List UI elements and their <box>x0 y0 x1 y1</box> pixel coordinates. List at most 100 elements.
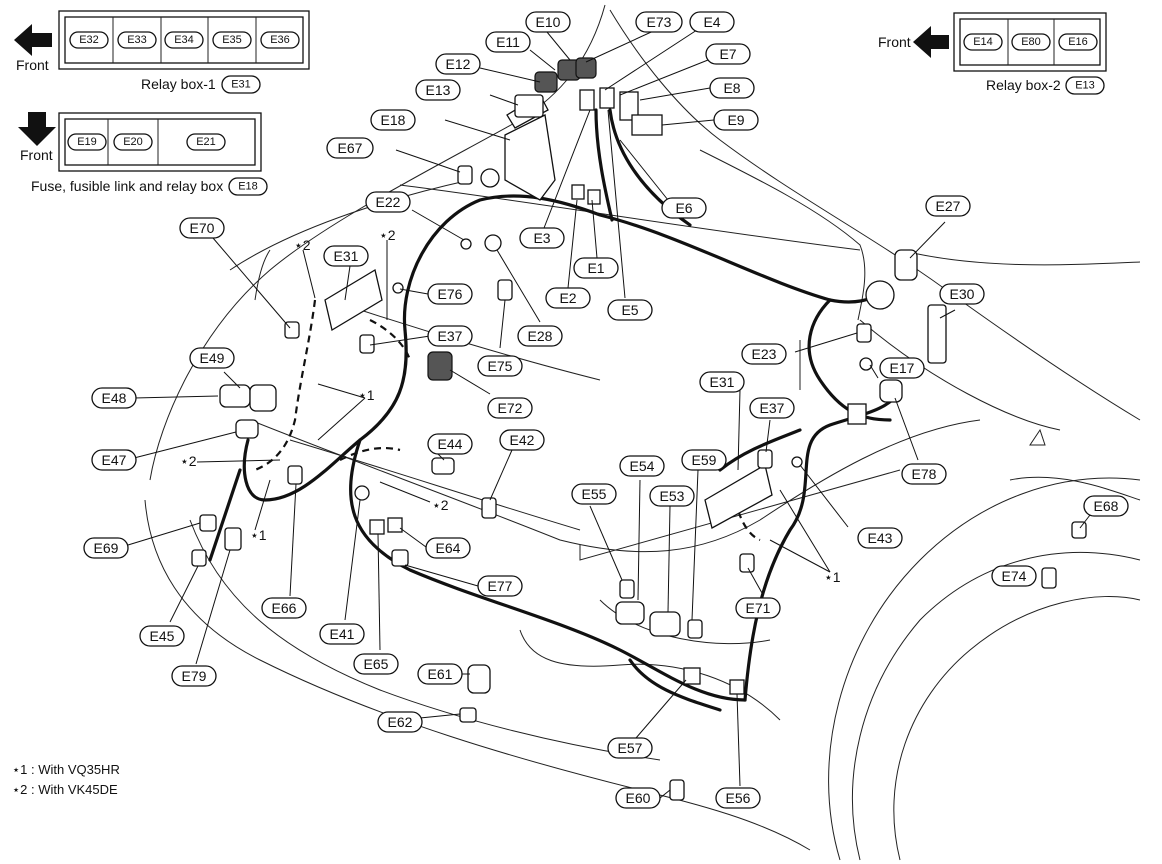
svg-text:E11: E11 <box>496 34 520 50</box>
callout-e18: E18 <box>370 109 416 131</box>
footnotes: ⋆1 : With VQ35HR ⋆2 : With VK45DE <box>12 762 120 797</box>
marker-star1-lower-left: ⋆1 <box>250 527 267 543</box>
callout-e37-left: E37 <box>427 325 473 347</box>
svg-text:E31: E31 <box>710 374 735 390</box>
svg-text:E31: E31 <box>231 79 251 91</box>
callout-e1: E1 <box>573 257 619 279</box>
callout-e48: E48 <box>91 387 137 409</box>
svg-text:E23: E23 <box>752 346 777 362</box>
callout-e7: E7 <box>705 43 751 65</box>
callout-e23: E23 <box>741 343 787 365</box>
callout-e64: E64 <box>425 537 471 559</box>
callout-e10: E10 <box>525 11 571 33</box>
relay-box-1-connector-1: E32 <box>69 31 109 49</box>
callout-e55: E55 <box>571 483 617 505</box>
callout-e78: E78 <box>901 463 947 485</box>
callout-e60: E60 <box>615 787 661 809</box>
svg-text:E75: E75 <box>488 358 513 374</box>
callout-e73: E73 <box>635 11 683 33</box>
svg-text:E47: E47 <box>102 452 127 468</box>
svg-text:E5: E5 <box>621 302 638 318</box>
callout-e61: E61 <box>417 663 463 685</box>
callout-e72: E72 <box>487 397 533 419</box>
callout-e27: E27 <box>925 195 971 217</box>
svg-text:E66: E66 <box>272 600 297 616</box>
relay-box-1-view: Front E32 E33 E34 E35 E36 Relay box-1 E3… <box>14 10 310 94</box>
svg-text:E44: E44 <box>438 436 463 452</box>
svg-text:E1: E1 <box>587 260 604 276</box>
callout-e9: E9 <box>713 109 759 131</box>
relay-box-2-view: Front E14 E80 E16 Relay box-2 E13 <box>878 12 1107 95</box>
relay-box-1-caption-code: E31 <box>221 75 261 94</box>
svg-text:E62: E62 <box>388 714 413 730</box>
svg-text:E54: E54 <box>630 458 655 474</box>
svg-text:E60: E60 <box>626 790 651 806</box>
svg-text:E74: E74 <box>1002 568 1027 584</box>
svg-text:E19: E19 <box>77 136 97 148</box>
svg-text:E45: E45 <box>150 628 175 644</box>
svg-text:E6: E6 <box>675 200 692 216</box>
svg-text:E57: E57 <box>618 740 643 756</box>
svg-text:E64: E64 <box>436 540 461 556</box>
wire-harness <box>208 108 902 712</box>
svg-text:E68: E68 <box>1094 498 1119 514</box>
svg-text:E27: E27 <box>936 198 961 214</box>
svg-text:E9: E9 <box>727 112 744 128</box>
fuse-box-caption: Fuse, fusible link and relay box <box>31 178 223 194</box>
svg-text:E42: E42 <box>510 432 535 448</box>
svg-text:E79: E79 <box>182 668 207 684</box>
svg-text:E2: E2 <box>559 290 576 306</box>
svg-text:E77: E77 <box>488 578 513 594</box>
svg-text:E73: E73 <box>647 14 672 30</box>
svg-text:E67: E67 <box>338 140 363 156</box>
callout-e70: E70 <box>179 217 225 239</box>
svg-text:E70: E70 <box>190 220 215 236</box>
fuse-box-front-label: Front <box>20 147 53 163</box>
callout-e22: E22 <box>365 191 411 213</box>
svg-text:E78: E78 <box>912 466 937 482</box>
variant-markers: ⋆2 ⋆2 ⋆1 ⋆2 ⋆2 ⋆1 ⋆1 <box>180 227 841 585</box>
callout-e79: E79 <box>171 665 217 687</box>
svg-text:E16: E16 <box>1068 36 1088 48</box>
svg-text:E32: E32 <box>79 34 99 46</box>
callout-e37-right: E37 <box>749 397 795 419</box>
vehicle-body-outline <box>144 4 1141 861</box>
svg-text:E37: E37 <box>438 328 463 344</box>
svg-text:E8: E8 <box>723 80 740 96</box>
relay-box-1-connector-4: E35 <box>212 31 252 49</box>
callout-e65: E65 <box>353 653 399 675</box>
callout-e5: E5 <box>607 299 653 321</box>
svg-text:E22: E22 <box>376 194 401 210</box>
marker-star2-center: ⋆2 <box>432 497 449 513</box>
relay-box-1-connector-3: E34 <box>164 31 204 49</box>
front-arrow-left-icon-2 <box>913 26 949 58</box>
fuse-box-caption-code: E18 <box>228 177 268 196</box>
footnote-star1: ⋆1 : With VQ35HR <box>12 762 120 777</box>
callout-e4: E4 <box>689 11 735 33</box>
svg-text:E35: E35 <box>222 34 242 46</box>
callout-e2: E2 <box>545 287 591 309</box>
marker-star2-top-mid: ⋆2 <box>379 227 396 243</box>
leader-lines <box>127 27 1091 799</box>
svg-text:E59: E59 <box>692 452 717 468</box>
callout-e76: E76 <box>427 283 473 305</box>
callout-e57: E57 <box>607 737 653 759</box>
svg-text:E14: E14 <box>973 36 993 48</box>
svg-text:E7: E7 <box>719 46 736 62</box>
svg-text:E71: E71 <box>746 600 771 616</box>
relay-box-1-connector-2: E33 <box>117 31 157 49</box>
fuse-box-connector-1: E19 <box>67 133 107 151</box>
relay-box-2-caption: Relay box-2 <box>986 77 1061 93</box>
svg-text:E12: E12 <box>446 56 471 72</box>
callout-e68: E68 <box>1083 495 1129 517</box>
front-arrow-down-icon <box>18 112 56 146</box>
callout-e66: E66 <box>261 597 307 619</box>
svg-text:E37: E37 <box>760 400 785 416</box>
callout-e12: E12 <box>435 53 481 75</box>
svg-text:E36: E36 <box>270 34 290 46</box>
svg-text:E49: E49 <box>200 350 225 366</box>
svg-text:E43: E43 <box>868 530 893 546</box>
callout-e11: E11 <box>485 31 531 53</box>
callout-e3: E3 <box>519 227 565 249</box>
svg-text:E18: E18 <box>238 181 258 193</box>
